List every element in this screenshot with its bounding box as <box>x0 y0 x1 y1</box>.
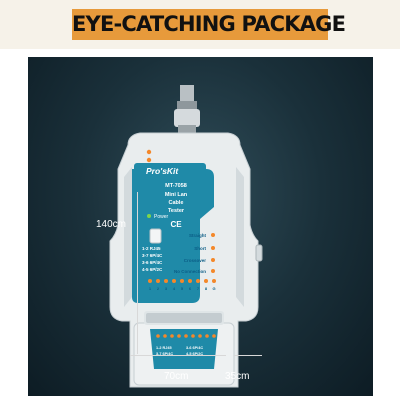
height-dimension-label: 140cm <box>96 219 127 230</box>
power-led <box>147 214 151 218</box>
ce-mark: CE <box>170 220 182 229</box>
top-led <box>146 149 152 155</box>
svg-text:7: 7 <box>197 286 200 291</box>
height-dimension-line <box>137 192 138 354</box>
label-panel-top <box>134 163 206 177</box>
svg-text:1: 1 <box>149 286 152 291</box>
pin-pair-label: 1-2 RJ45 <box>142 246 161 251</box>
svg-text:2: 2 <box>157 286 160 291</box>
banner: EYE-CATCHING PACKAGE <box>0 0 400 49</box>
svg-text:6: 6 <box>189 286 192 291</box>
remote-pin-pair-label: 3-6 6P/4C <box>186 346 203 350</box>
status-label-short: Short <box>194 246 206 251</box>
model-number: MT-7058 <box>165 183 187 189</box>
remote-pin-pair-label: 1-2 RJ45 <box>156 346 172 350</box>
status-label-no-connection: No Connection <box>174 269 206 274</box>
remote-unit <box>133 311 235 386</box>
depth-dimension-line <box>234 355 262 356</box>
rj-port <box>146 313 222 323</box>
remote-pin-pair-label: 4-5 6P/2C <box>186 352 203 356</box>
remote-pin-pair-label: 3-7 6P/4C <box>156 352 173 356</box>
status-led <box>211 258 215 262</box>
svg-text:4: 4 <box>173 286 176 291</box>
body-grip-right <box>236 167 244 307</box>
label-panel <box>132 169 214 303</box>
width-dimension-line <box>130 355 226 356</box>
banner-title: EYE-CATCHING PACKAGE <box>72 12 346 36</box>
pin-pair-label: 3-7 6P/4C <box>142 253 163 258</box>
banner-highlight <box>72 9 328 40</box>
device-name-line2: Cable <box>169 200 184 206</box>
main-led-row <box>148 279 216 283</box>
bnc-connector <box>174 85 200 133</box>
power-button[interactable] <box>149 228 162 244</box>
status-label-crossover: Crossover <box>184 258 207 263</box>
body-grip-left <box>124 167 132 307</box>
device-name-line3: Tester <box>168 208 185 214</box>
side-switch[interactable] <box>255 244 263 262</box>
status-led <box>211 233 215 237</box>
width-dimension-label: 70cm <box>164 371 189 382</box>
svg-text:8: 8 <box>205 286 208 291</box>
product-photo: Pro'sKit MT-7058 Mini Lan Cable Tester C… <box>28 57 373 396</box>
tester-illustration: Pro'sKit MT-7058 Mini Lan Cable Tester C… <box>109 85 263 388</box>
remote-label-panel <box>150 329 218 369</box>
power-label: Power <box>154 214 169 220</box>
svg-text:3: 3 <box>165 286 168 291</box>
status-led <box>211 246 215 250</box>
remote-led-row <box>156 334 216 338</box>
svg-text:G: G <box>212 286 215 291</box>
top-led <box>146 157 152 163</box>
pin-pair-label: 4-5 6P/2C <box>142 267 163 272</box>
depth-dimension-label: 35cm <box>225 371 250 382</box>
brand-logo: Pro'sKit <box>146 166 179 176</box>
status-label-straight: Straight <box>189 233 207 238</box>
device-name-line1: Mini Lan <box>165 192 188 198</box>
svg-text:5: 5 <box>181 286 184 291</box>
pin-pair-label: 3-6 6P/4C <box>142 260 163 265</box>
status-led <box>211 269 215 273</box>
